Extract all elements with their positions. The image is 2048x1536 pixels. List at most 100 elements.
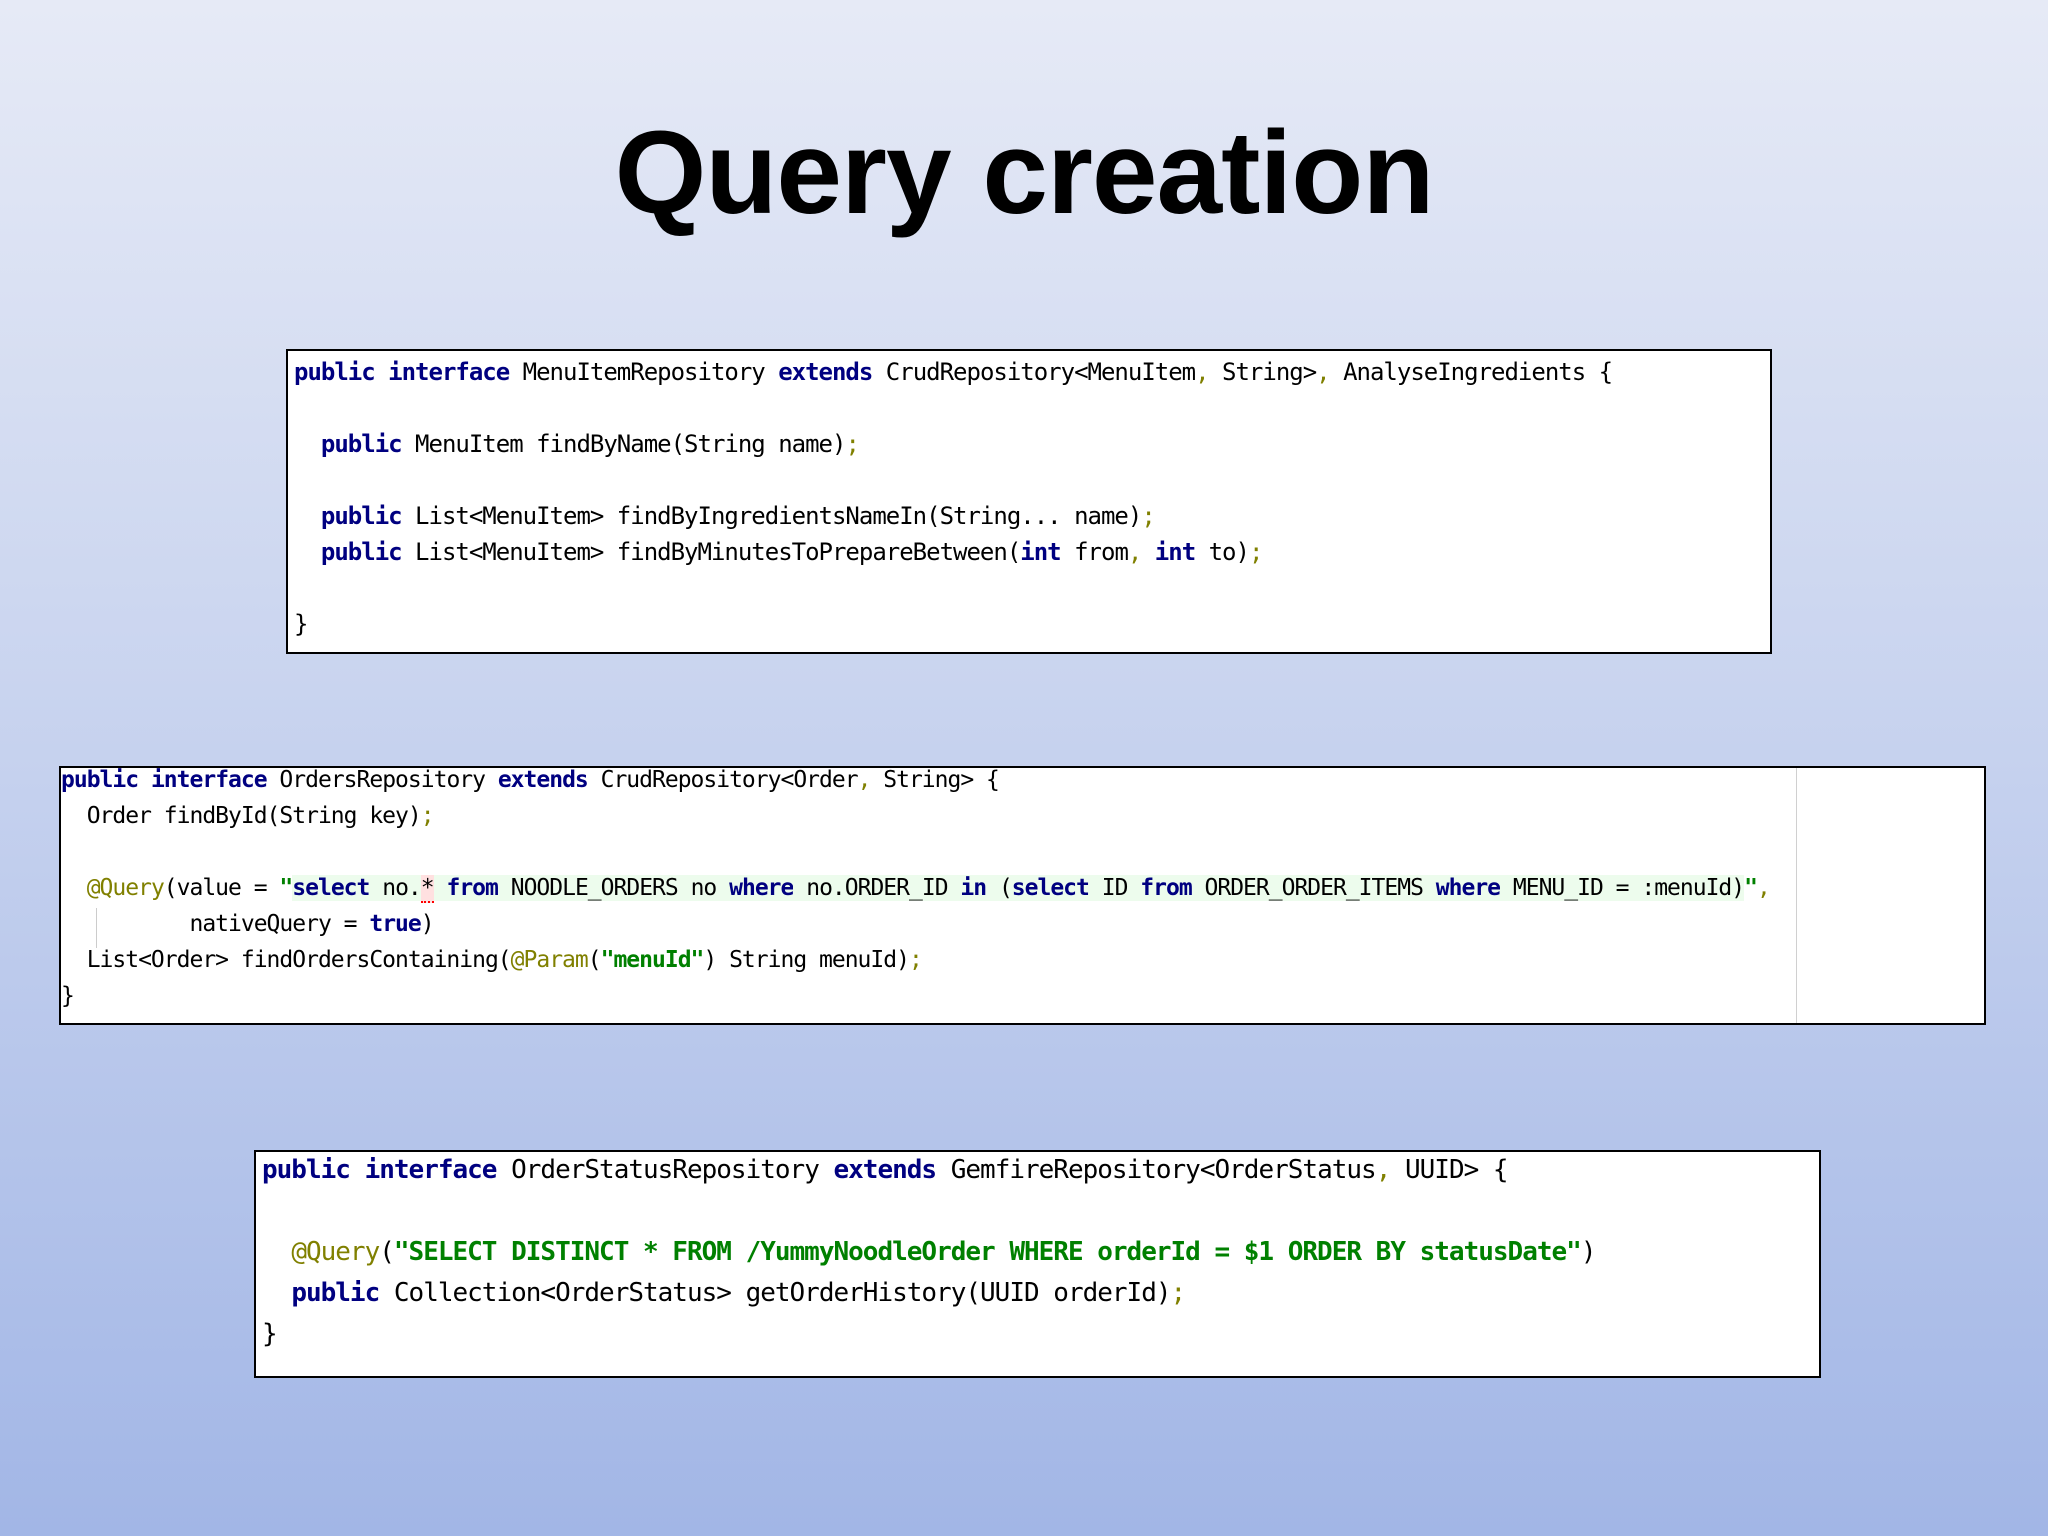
code-token: public [294, 358, 376, 386]
code-token: UUID> { [1390, 1155, 1509, 1185]
code-token: select [1011, 875, 1090, 901]
code-token: MenuItem findByName(String name) [401, 430, 846, 458]
code-line: @Query(value = "select no.* from NOODLE_… [61, 873, 1771, 903]
code-line: public interface OrderStatusRepository e… [262, 1153, 1509, 1187]
code-token: ) [1580, 1237, 1597, 1267]
code-token: nativeQuery = [61, 911, 370, 937]
code-token [61, 875, 87, 901]
code-token: CrudRepository<MenuItem [872, 358, 1196, 386]
code-line: public MenuItem findByName(String name); [294, 429, 860, 459]
code-line: public interface MenuItemRepository exte… [294, 357, 1613, 387]
code-snippet-menu-item-repository: public interface MenuItemRepository exte… [286, 349, 1772, 654]
code-token: ; [1141, 502, 1155, 530]
code-token: MENU_ID = :menuId) [1500, 875, 1745, 901]
code-token: OrdersRepository [266, 767, 498, 793]
code-token: @Query [291, 1237, 380, 1267]
code-token: " [1744, 875, 1758, 901]
code-token: extends [497, 767, 589, 793]
code-token: int [1020, 538, 1061, 566]
code-token: int [1154, 538, 1196, 566]
code-token: , [1375, 1155, 1392, 1185]
code-token: "SELECT DISTINCT * FROM /YummyNoodleOrde… [393, 1237, 1582, 1267]
code-token [433, 875, 447, 901]
code-token: public [320, 430, 403, 458]
code-token: public [320, 502, 403, 530]
code-line: public Collection<OrderStatus> getOrderH… [262, 1276, 1186, 1310]
code-token: * [420, 875, 435, 903]
code-token: , [1127, 538, 1142, 566]
code-token [294, 430, 321, 458]
code-token: List<MenuItem> findByMinutesToPrepareBet… [401, 538, 1021, 566]
code-token [138, 768, 151, 793]
code-token: } [262, 1319, 278, 1349]
code-token: ; [420, 803, 435, 829]
code-line: public interface OrdersRepository extend… [61, 767, 1000, 795]
code-token: from [446, 875, 499, 901]
code-token: where [1435, 875, 1501, 901]
code-token: extends [833, 1155, 938, 1185]
code-snippet-order-status-repository: public interface OrderStatusRepository e… [254, 1150, 1821, 1378]
code-token: NOODLE_ORDERS no [497, 875, 730, 901]
code-token: , [1195, 358, 1209, 386]
code-line: } [262, 1317, 278, 1351]
code-token: String> { [870, 767, 1000, 793]
code-token: ; [1248, 538, 1263, 566]
code-token: GemfireRepository<OrderStatus [936, 1155, 1377, 1185]
code-line: @Query("SELECT DISTINCT * FROM /YummyNoo… [262, 1235, 1597, 1269]
code-token: ; [908, 947, 923, 973]
code-token: } [61, 983, 75, 1009]
code-token: public [61, 767, 139, 793]
code-token: no.ORDER_ID [793, 875, 961, 901]
code-token: ORDER_ORDER_ITEMS [1191, 875, 1436, 901]
code-token: String> [1208, 358, 1317, 386]
code-token: Collection<OrderStatus> getOrderHistory(… [379, 1278, 1172, 1308]
code-token [350, 1155, 365, 1185]
code-token: in [960, 875, 987, 901]
code-line: nativeQuery = true) [61, 909, 434, 939]
slide-title: Query creation [614, 107, 1435, 239]
code-line: } [294, 609, 308, 639]
code-token: to) [1195, 538, 1250, 566]
code-line: public List<MenuItem> findByIngredientsN… [294, 501, 1156, 531]
code-token: "menuId" [600, 947, 705, 973]
code-token [294, 538, 321, 566]
code-token: } [294, 610, 308, 638]
code-token: select [292, 875, 370, 901]
code-token: interface [388, 358, 510, 386]
code-token: no. [369, 875, 422, 901]
code-line: List<Order> findOrdersContaining(@Param(… [61, 945, 923, 975]
code-token: AnalyseIngredients { [1329, 358, 1613, 386]
code-token: , [1757, 875, 1771, 901]
code-token: public [320, 538, 403, 566]
code-token [262, 1278, 291, 1308]
code-token: interface [364, 1155, 498, 1185]
code-token: (value = [163, 875, 280, 901]
code-token: ( [587, 947, 602, 973]
code-token [262, 1237, 291, 1267]
code-token: " [279, 875, 293, 901]
code-token: , [1316, 358, 1330, 386]
code-line: } [61, 981, 75, 1011]
code-token [375, 358, 388, 386]
code-snippet-orders-repository: public interface OrdersRepository extend… [59, 766, 1986, 1025]
code-token: ) String menuId) [703, 947, 910, 973]
code-token: where [729, 875, 794, 901]
code-token: List<MenuItem> findByIngredientsNameIn(S… [401, 502, 1142, 530]
right-margin-guide [1796, 768, 1797, 1023]
code-token: List<Order> findOrdersContaining( [61, 947, 512, 973]
code-token: ( [379, 1237, 395, 1267]
code-token: true [369, 911, 421, 937]
code-token: extends [778, 358, 873, 386]
code-line: public List<MenuItem> findByMinutesToPre… [294, 537, 1264, 567]
code-token: public [291, 1278, 380, 1308]
code-token: @Param [510, 947, 589, 973]
code-token: ; [845, 430, 859, 458]
code-token: from [1140, 875, 1193, 901]
code-token: , [857, 767, 872, 793]
code-token: ID [1088, 875, 1141, 901]
code-token [1141, 538, 1154, 566]
code-token: CrudRepository<Order [587, 767, 859, 793]
code-token: ) [420, 911, 435, 937]
code-line: Order findById(String key); [61, 801, 435, 831]
code-token: interface [150, 767, 268, 793]
